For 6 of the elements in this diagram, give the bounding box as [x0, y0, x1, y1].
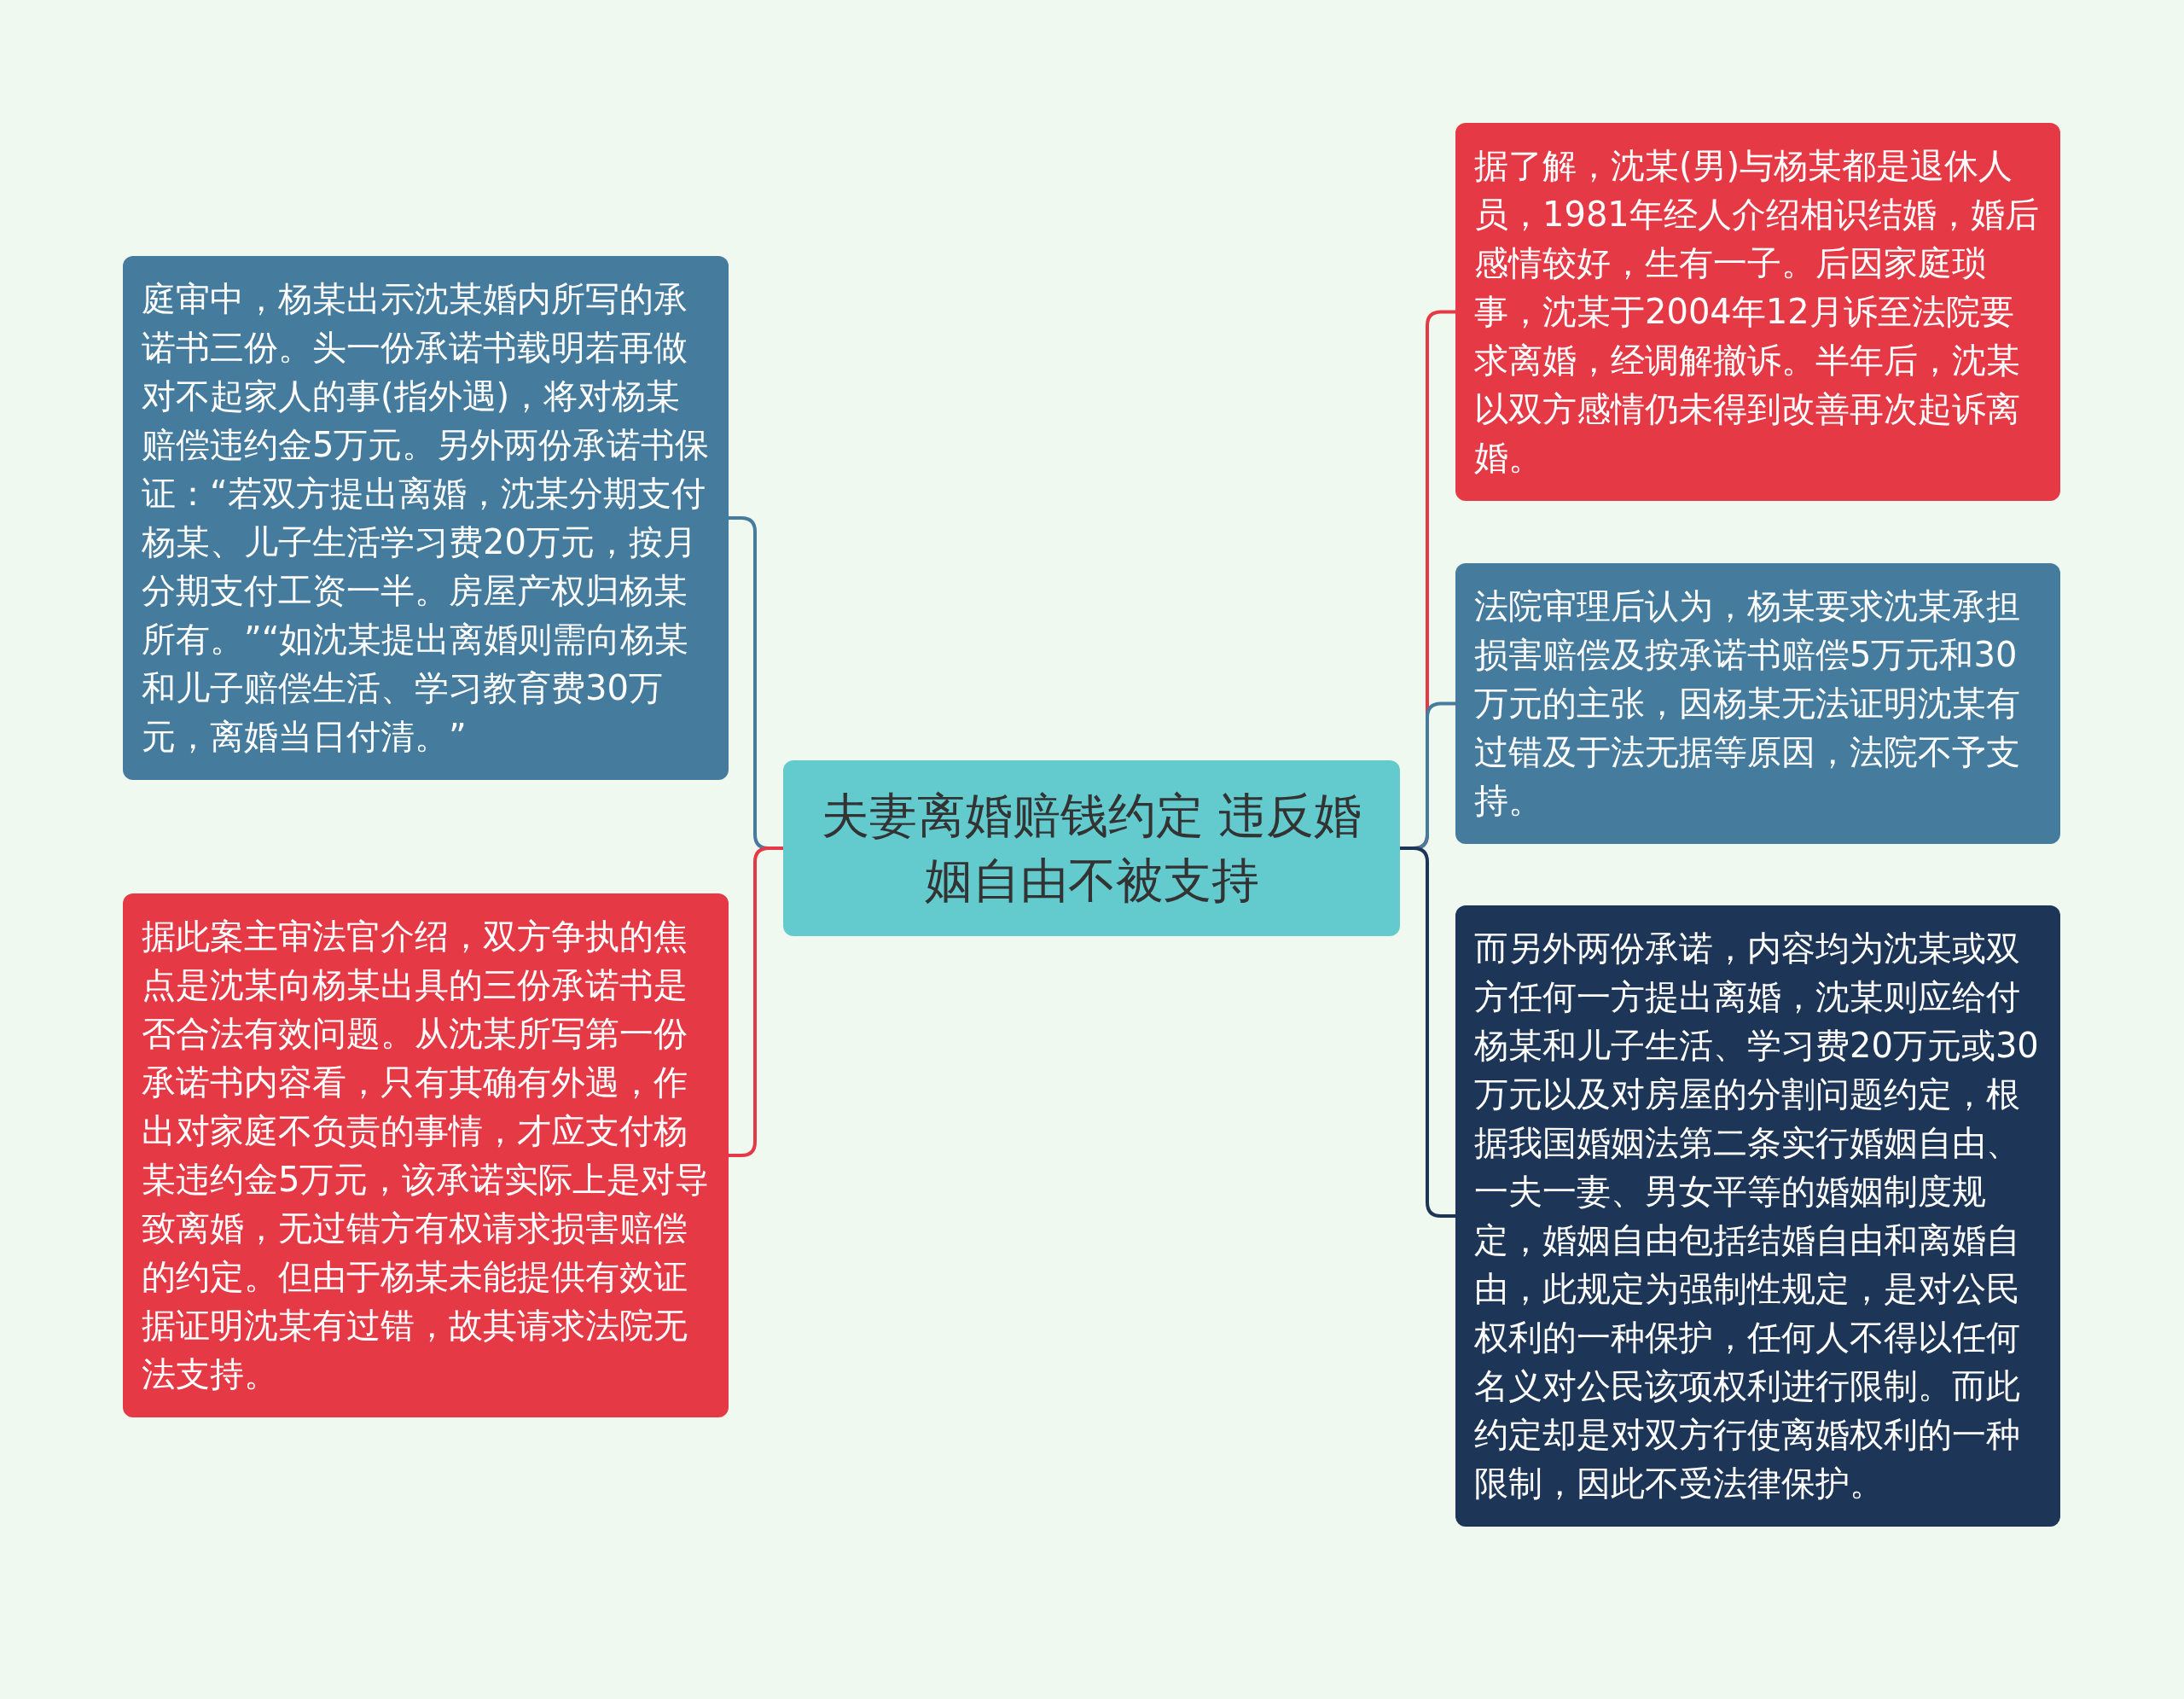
text-box: 据此案主审法官介绍，双方争执的焦点是沈某向杨某出具的三份承诺书是否合法有效问题。从沈某所写第一份承诺书内容看，只有其确有外遇，作出对家庭不负责的事情，才应支付杨某违约金5万元，该承诺实际上是对导致离婚，无过错方有权请求损害赔偿的约定。但由于杨某未能提供有效证据证明沈某有过错，故其请求法院无法支持。 — [123, 893, 729, 1417]
text-box: 庭审中，杨某出示沈某婚内所写的承诺书三份。头一份承诺书载明若再做对不起家人的事(指外遇)，将对杨某赔偿违约金5万元。另外两份承诺书保证：“若双方提出离婚，沈某分期支付杨某、儿子生活学习费20万元，按月分期支付工资一半。房屋产权归杨某所有。”“如沈某提出离婚则需向杨某和儿子赔偿生活、学习教育费30万元，离婚当日付清。” — [123, 256, 729, 780]
text-box: 据了解，沈某(男)与杨某都是退休人员，1981年经人介绍相识结婚，婚后感情较好，生有一子。后因家庭琐事，沈某于2004年12月诉至法院要求离婚，经调解撤诉。半年后，沈某以双方感情仍未得到改善再次起诉离婚。 — [1455, 123, 2060, 501]
text-box: 法院审理后认为，杨某要求沈某承担损害赔偿及按承诺书赔偿5万元和30万元的主张，因杨某无法证明沈某有过错及于法无据等原因，法院不予支持。 — [1455, 563, 2060, 844]
text-box: 而另外两份承诺，内容均为沈某或双方任何一方提出离婚，沈某则应给付杨某和儿子生活、学习费20万元或30万元以及对房屋的分割问题约定，根据我国婚姻法第二条实行婚姻自由、一夫一妻、男女平等的婚姻制度规定，婚姻自由包括结婚自由和离婚自由，此规定为强制性规定，是对公民权利的一种保护，任何人不得以任何名义对公民该项权利进行限制。而此约定却是对双方行使离婚权利的一种限制，因此不受法律保护。 — [1455, 905, 2060, 1527]
topic-box: 夫妻离婚赔钱约定 违反婚姻自由不被支持 — [783, 760, 1400, 936]
